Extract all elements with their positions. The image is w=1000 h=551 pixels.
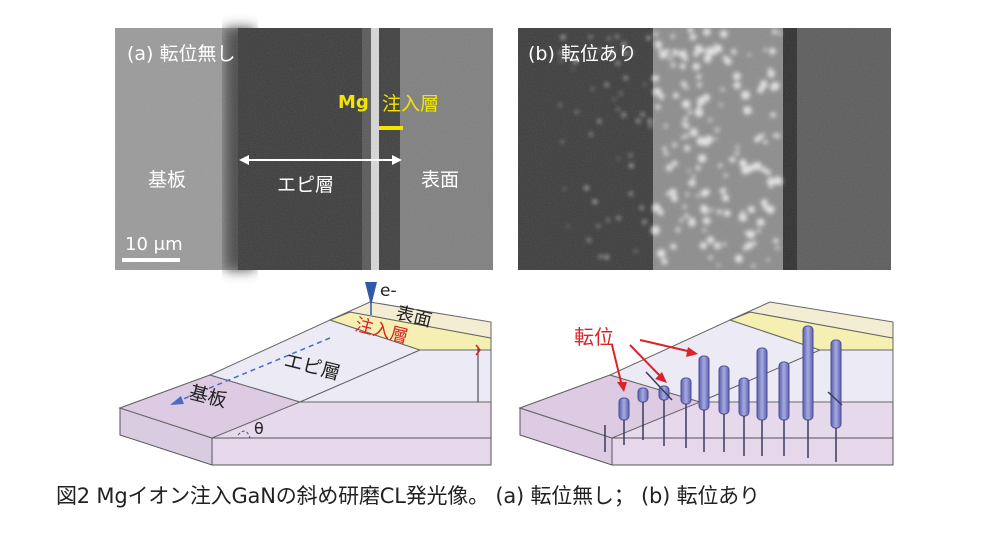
dislocation-cylinder: [802, 325, 814, 421]
dislocation-cylinder: [756, 347, 768, 421]
cl-image-a: [115, 28, 493, 270]
panel-b-label: (b) 転位あり: [528, 43, 637, 65]
dislocation-cylinder: [698, 355, 710, 411]
dislocation-cylinder: [718, 365, 730, 415]
dislocation-cylinder: [778, 361, 790, 421]
dislocation-cylinder: [738, 377, 750, 417]
substrate-label-a: 基板: [148, 169, 186, 191]
mg-label: Mg: [338, 92, 369, 113]
panel-a-label: (a) 転位無し: [127, 43, 236, 65]
epi-layer-label-a: エピ層: [277, 174, 334, 196]
dislocation-line: [827, 391, 843, 406]
injection-layer-marker: [379, 126, 403, 130]
dislocation-lines: [604, 325, 843, 462]
dislocation-line: [645, 371, 673, 401]
scale-bar-label: 10 μm: [125, 234, 183, 255]
cl-image-b: [518, 27, 891, 270]
scale-bar: [122, 258, 180, 262]
electron-beam-icon: [365, 282, 377, 306]
dislocation-cylinder: [618, 397, 630, 421]
surface-label-a: 表面: [421, 169, 459, 191]
diagram-a: [118, 282, 492, 466]
dislocation-label: 転位: [574, 325, 614, 349]
beam-label: e-: [380, 281, 397, 301]
dislocation-cylinder: [637, 387, 649, 403]
dislocation-cylinder: [680, 377, 692, 405]
diagram-b: [518, 301, 894, 466]
angle-label: θ: [254, 419, 264, 438]
dislocation-cylinder: [830, 339, 842, 429]
figure-caption: 図2 Mgイオン注入GaNの斜め研磨CL発光像。 (a) 転位無し； (b) 転…: [56, 484, 760, 508]
injection-layer-label: 注入層: [382, 93, 439, 115]
epi-width-arrow: [239, 155, 402, 165]
